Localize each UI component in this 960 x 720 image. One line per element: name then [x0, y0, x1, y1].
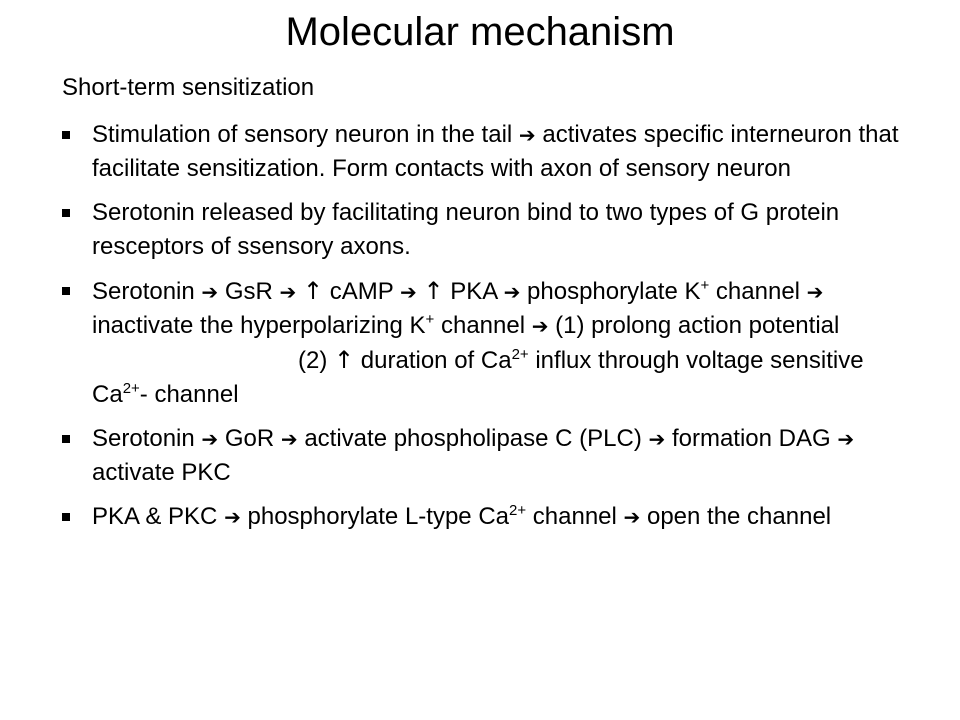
- section-subtitle: Short-term sensitization: [62, 74, 315, 101]
- bullet-4-text-5: activate PKC: [92, 459, 231, 486]
- right-arrow-icon: ➔: [623, 505, 641, 529]
- bullet-3-text-9: (1) prolong action potential: [555, 312, 840, 339]
- square-bullet-icon: [62, 209, 70, 217]
- bullet-3-text-5: phosphorylate K: [527, 278, 701, 305]
- right-arrow-icon: ➔: [518, 123, 536, 147]
- superscript: 2+: [122, 380, 140, 397]
- bullet-3-text-13: - channel: [139, 381, 239, 408]
- right-arrow-icon: ➔: [400, 280, 417, 304]
- bullet-3-text-4: PKA: [450, 278, 497, 305]
- square-bullet-icon: [62, 513, 70, 521]
- bullet-item-2: Serotonin released by facilitating neuro…: [62, 196, 902, 264]
- bullet-5-text-2: phosphorylate L-type Ca: [247, 503, 510, 530]
- superscript: 2+: [509, 502, 527, 519]
- bullet-3-text-1: Serotonin: [92, 278, 195, 305]
- right-arrow-icon: ➔: [201, 280, 219, 304]
- bullet-list: Stimulation of sensory neuron in the tai…: [62, 118, 902, 544]
- superscript: 2+: [511, 346, 529, 363]
- right-arrow-icon: ➔: [531, 314, 549, 338]
- right-arrow-icon: ➔: [648, 427, 666, 451]
- right-arrow-icon: ➔: [201, 427, 219, 451]
- bullet-3-text-3: cAMP: [329, 278, 394, 305]
- bullet-3-text-8: channel: [440, 312, 526, 339]
- bullet-1-text-1: Stimulation of sensory neuron in the tai…: [92, 121, 513, 148]
- right-arrow-icon: ➔: [837, 427, 855, 451]
- bullet-4-text-2: GoR: [224, 425, 275, 452]
- right-arrow-icon: ➔: [280, 427, 298, 451]
- square-bullet-icon: [62, 287, 70, 295]
- bullet-3-text-6: channel: [715, 278, 800, 305]
- bullet-item-3: Serotonin ➔ GsR ➔ ↑ cAMP ➔ ↑ PKA ➔ phosp…: [62, 274, 902, 412]
- right-arrow-icon: ➔: [224, 505, 241, 529]
- bullet-item-5: PKA & PKC ➔ phosphorylate L-type Ca2+ ch…: [62, 500, 902, 534]
- right-arrow-icon: ➔: [279, 280, 297, 304]
- right-arrow-icon: ➔: [503, 280, 521, 304]
- superscript: +: [700, 277, 710, 294]
- superscript: +: [425, 311, 435, 328]
- bullet-5-text-1: PKA & PKC: [92, 503, 218, 530]
- bullet-5-text-3: channel: [532, 503, 617, 530]
- bullet-4-text-4: formation DAG: [671, 425, 831, 452]
- bullet-2-text-1: Serotonin released by facilitating neuro…: [92, 199, 840, 260]
- up-arrow-icon: ↑: [334, 346, 355, 374]
- bullet-3-text-12: influx through voltage sensitive Ca: [92, 347, 864, 408]
- square-bullet-icon: [62, 131, 70, 139]
- bullet-3-text-7: inactivate the hyperpolarizing K: [92, 312, 426, 339]
- bullet-3-text-11: duration of Ca: [360, 347, 512, 374]
- bullet-item-1: Stimulation of sensory neuron in the tai…: [62, 118, 902, 186]
- bullet-4-text-1: Serotonin: [92, 425, 195, 452]
- bullet-1-text-2: activates specific interneuron that faci…: [92, 121, 899, 182]
- square-bullet-icon: [62, 435, 70, 443]
- bullet-3-text-2: GsR: [224, 278, 273, 305]
- up-arrow-icon: ↑: [423, 277, 444, 305]
- bullet-3-text-10: (2): [298, 347, 328, 374]
- bullet-4-text-3: activate phospholipase C (PLC): [304, 425, 642, 452]
- bullet-5-text-4: open the channel: [646, 503, 832, 530]
- slide-title: Molecular mechanism: [285, 10, 675, 54]
- up-arrow-icon: ↑: [302, 277, 324, 305]
- right-arrow-icon: ➔: [806, 280, 824, 304]
- bullet-item-4: Serotonin ➔ GoR ➔ activate phospholipase…: [62, 422, 902, 490]
